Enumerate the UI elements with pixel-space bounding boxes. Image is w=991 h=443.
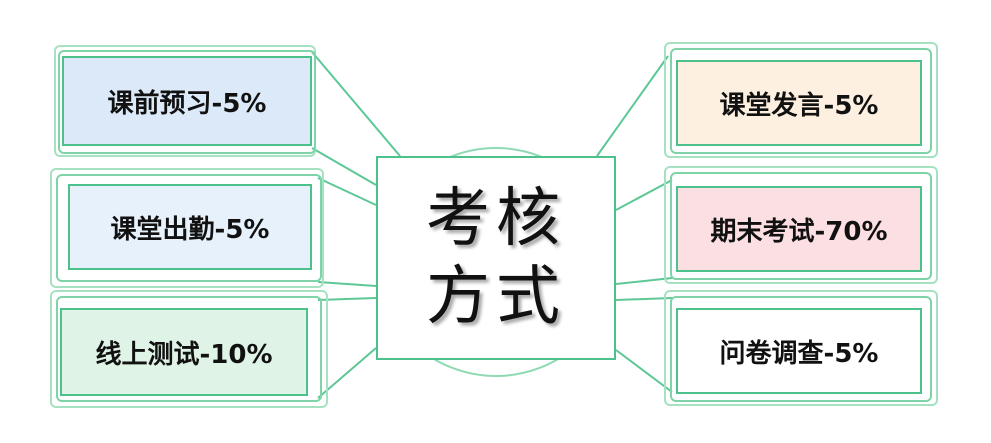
node-frame [56, 296, 322, 402]
node-label: 课堂发言-5% [719, 90, 879, 121]
node-final-exam: 期末考试-70% [676, 186, 922, 272]
connector-line [615, 297, 673, 301]
node-frame-outer [50, 290, 328, 408]
node-survey: 问卷调查-5% [676, 308, 922, 394]
node-label: 线上测试-10% [95, 339, 273, 370]
node-label: 课堂出勤-5% [110, 214, 270, 245]
connector-line [615, 277, 673, 285]
node-attendance: 课堂出勤-5% [68, 184, 312, 270]
node-preview: 课前预习-5% [62, 56, 312, 146]
center-title-line1: 考核 [426, 182, 566, 256]
node-frame [670, 48, 932, 154]
node-frame [56, 174, 322, 282]
connector-line [615, 349, 673, 393]
node-frame [670, 172, 932, 280]
connector-line [311, 51, 401, 157]
connector-line [317, 281, 377, 287]
connector-line [317, 177, 377, 206]
node-frame-outer [664, 42, 938, 158]
node-frame [670, 296, 932, 402]
center-node: 考核 方式 [376, 156, 616, 360]
node-frame-outer [664, 166, 938, 284]
center-title-line2: 方式 [426, 260, 566, 334]
node-frame [58, 50, 316, 154]
node-class-speech: 课堂发言-5% [676, 60, 922, 146]
node-frame-outer [664, 290, 938, 406]
node-label: 课前预习-5% [107, 88, 267, 119]
connector-line [311, 147, 377, 186]
node-label: 问卷调查-5% [719, 338, 879, 369]
connector-line [596, 55, 669, 157]
node-frame-outer [50, 168, 324, 288]
node-online-test: 线上测试-10% [60, 308, 308, 396]
connector-line [615, 179, 673, 211]
node-label: 期末考试-70% [710, 216, 888, 247]
